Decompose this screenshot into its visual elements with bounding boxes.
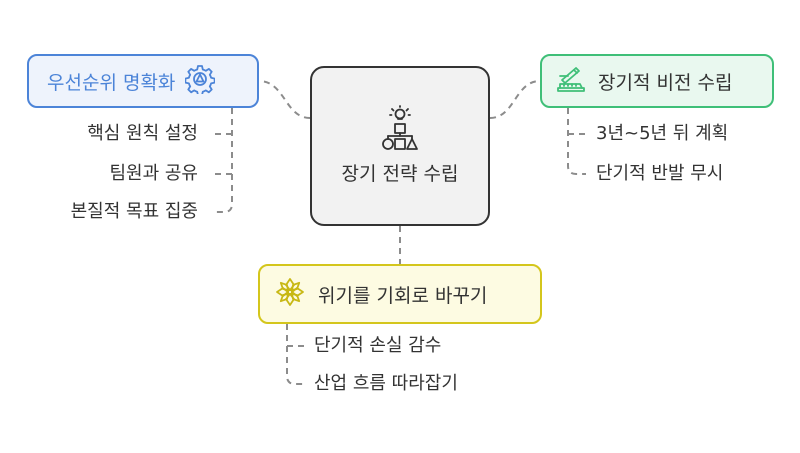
crisis-node[interactable]: 위기를 기회로 바꾸기 — [258, 264, 542, 324]
blueprint-pencil-icon — [556, 64, 586, 99]
crisis-label: 위기를 기회로 바꾸기 — [318, 284, 488, 307]
vision-node[interactable]: 장기적 비전 수립 — [540, 54, 774, 108]
priority-item-1: 핵심 원칙 설정 — [87, 123, 198, 144]
center-node[interactable]: 장기 전략 수립 — [310, 66, 490, 226]
connector-center-vision — [489, 80, 541, 119]
crisis-item-1: 단기적 손실 감수 — [314, 335, 442, 356]
center-title: 장기 전략 수립 — [341, 163, 459, 185]
connector-vision-items — [567, 108, 586, 175]
snowflake-icon — [274, 276, 306, 313]
connector-priority-items — [212, 108, 233, 213]
priority-item-3: 본질적 목표 집중 — [70, 201, 198, 222]
gear-icon — [184, 64, 216, 99]
vision-item-1: 3년~5년 뒤 계획 — [596, 123, 729, 144]
connector-center-priority — [258, 80, 311, 119]
priority-item-2: 팀원과 공유 — [109, 163, 198, 184]
priority-node[interactable]: 우선순위 명확화 — [27, 54, 259, 108]
connector-crisis-items — [286, 324, 304, 385]
priority-label: 우선순위 명확화 — [47, 71, 176, 94]
lightbulb-shapes-icon — [377, 105, 423, 155]
crisis-item-2: 산업 흐름 따라잡기 — [314, 373, 458, 394]
vision-item-2: 단기적 반발 무시 — [596, 163, 724, 184]
vision-label: 장기적 비전 수립 — [598, 71, 733, 94]
